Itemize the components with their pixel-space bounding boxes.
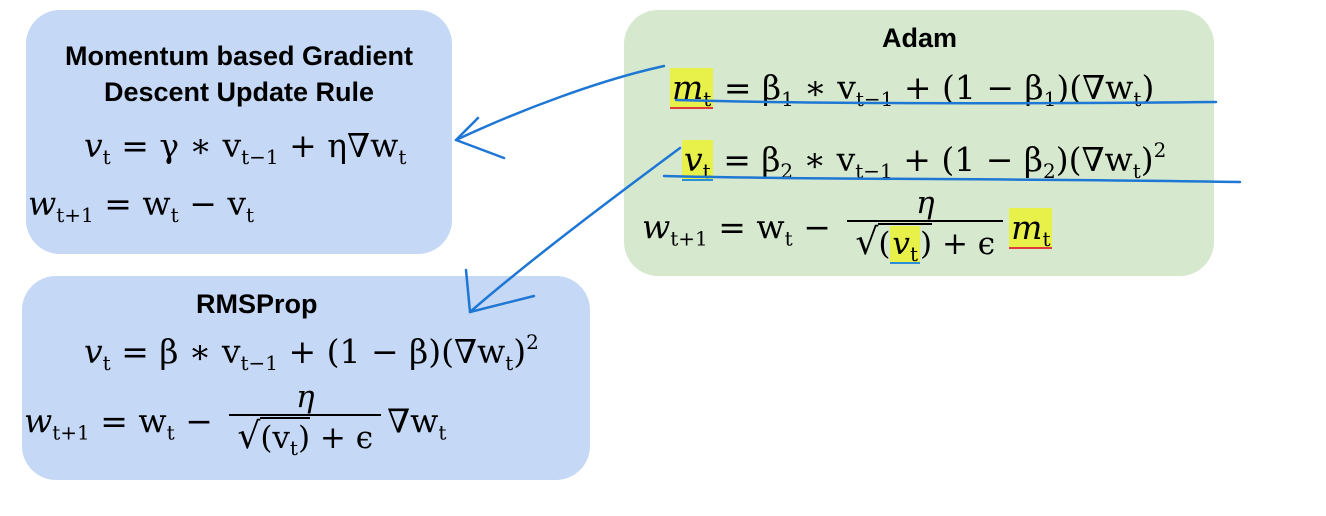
- momentum-title-line2: Descent Update Rule: [103, 77, 375, 107]
- adam-m-ref-highlight: mt: [1009, 207, 1053, 251]
- adam-eq-second-moment: vt = β2 ∗ vt−1 + (1 − β2)(∇wt)2: [682, 138, 1167, 183]
- momentum-eq-velocity: vt = γ ∗ vt−1 + η∇wt: [84, 126, 407, 169]
- rmsprop-title: RMSProp: [196, 289, 318, 319]
- rmsprop-fraction: η√(vt) + ϵ: [229, 380, 382, 467]
- momentum-title-line1: Momentum based Gradient: [64, 41, 414, 71]
- adam-eq-first-moment: mt = β1 ∗ vt−1 + (1 − β1)(∇wt): [670, 68, 1155, 111]
- arrowhead-momentum: [454, 116, 506, 160]
- adam-m-highlight: mt: [670, 68, 714, 111]
- momentum-box: Momentum based Gradient Descent Update R…: [26, 10, 452, 254]
- adam-v-highlight: vt: [682, 140, 713, 183]
- momentum-title: Momentum based Gradient Descent Update R…: [26, 38, 452, 110]
- adam-box: Adam mt = β1 ∗ vt−1 + (1 − β1)(∇wt) vt =…: [624, 10, 1214, 276]
- rmsprop-box: RMSProp vt = β ∗ vt−1 + (1 − β)(∇wt)2 wt…: [22, 276, 590, 480]
- adam-title: Adam: [882, 23, 958, 53]
- momentum-eq-weight: wt+1 = wt − vt: [28, 184, 255, 227]
- rmsprop-eq-velocity: vt = β ∗ vt−1 + (1 − β)(∇wt)2: [84, 330, 539, 375]
- adam-fraction: η√(vt) + ϵ: [847, 186, 1004, 273]
- rmsprop-eq-weight: wt+1 = wt − η√(vt) + ϵ∇wt: [24, 380, 446, 467]
